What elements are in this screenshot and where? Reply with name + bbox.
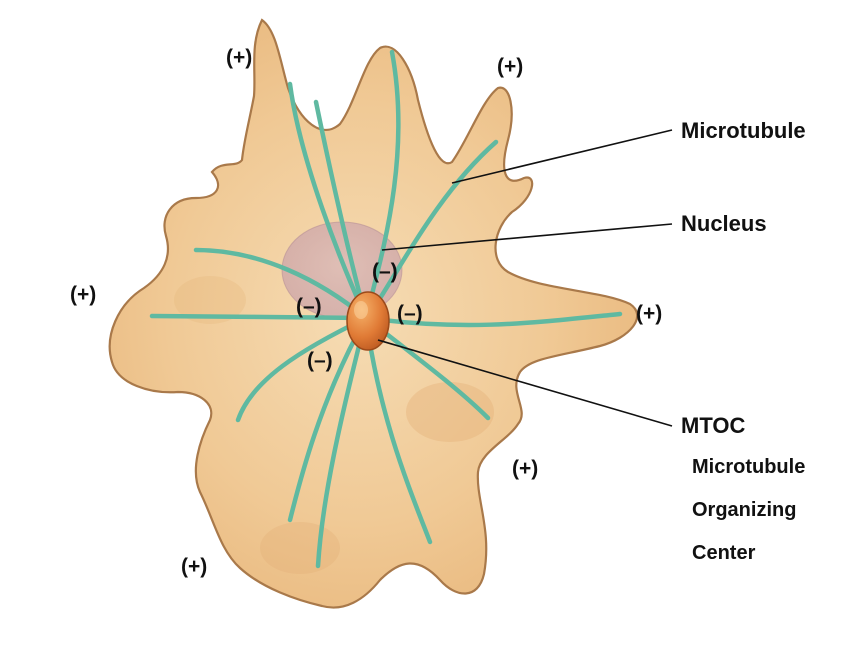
microtubule-callout: Microtubule	[681, 118, 806, 143]
microtubule	[193, 247, 369, 321]
minus-end-label: (–)	[397, 302, 423, 325]
plus-end-label: (+)	[70, 283, 97, 306]
mtoc-expansion-line: Microtubule	[692, 456, 806, 478]
mtoc-expansion-line: Organizing	[692, 499, 797, 521]
minus-end-label: (–)	[296, 295, 322, 318]
microtubule	[363, 315, 433, 545]
nucleus-callout: Nucleus	[681, 211, 767, 236]
mtoc-expansion-line: Center	[692, 542, 756, 564]
microtubule-leader-line	[451, 129, 673, 184]
plus-end-label: (+)	[512, 457, 539, 480]
microtubule	[287, 81, 369, 321]
microtubule	[149, 313, 369, 321]
microtubule	[287, 315, 369, 523]
minus-end-label: (–)	[372, 260, 398, 283]
plus-end-label: (+)	[636, 302, 663, 325]
mtoc-callout: MTOC	[681, 413, 746, 438]
microtubule	[235, 315, 369, 423]
microtubule	[363, 311, 623, 328]
mtoc-leader-line	[377, 339, 673, 427]
leader-lines	[377, 129, 673, 427]
plus-end-label: (+)	[497, 55, 524, 78]
nucleus-leader-line	[381, 223, 673, 251]
plus-end-label: (+)	[226, 46, 253, 69]
plus-end-label: (+)	[181, 555, 208, 578]
minus-end-label: (–)	[307, 349, 333, 372]
microtubule	[315, 315, 369, 569]
